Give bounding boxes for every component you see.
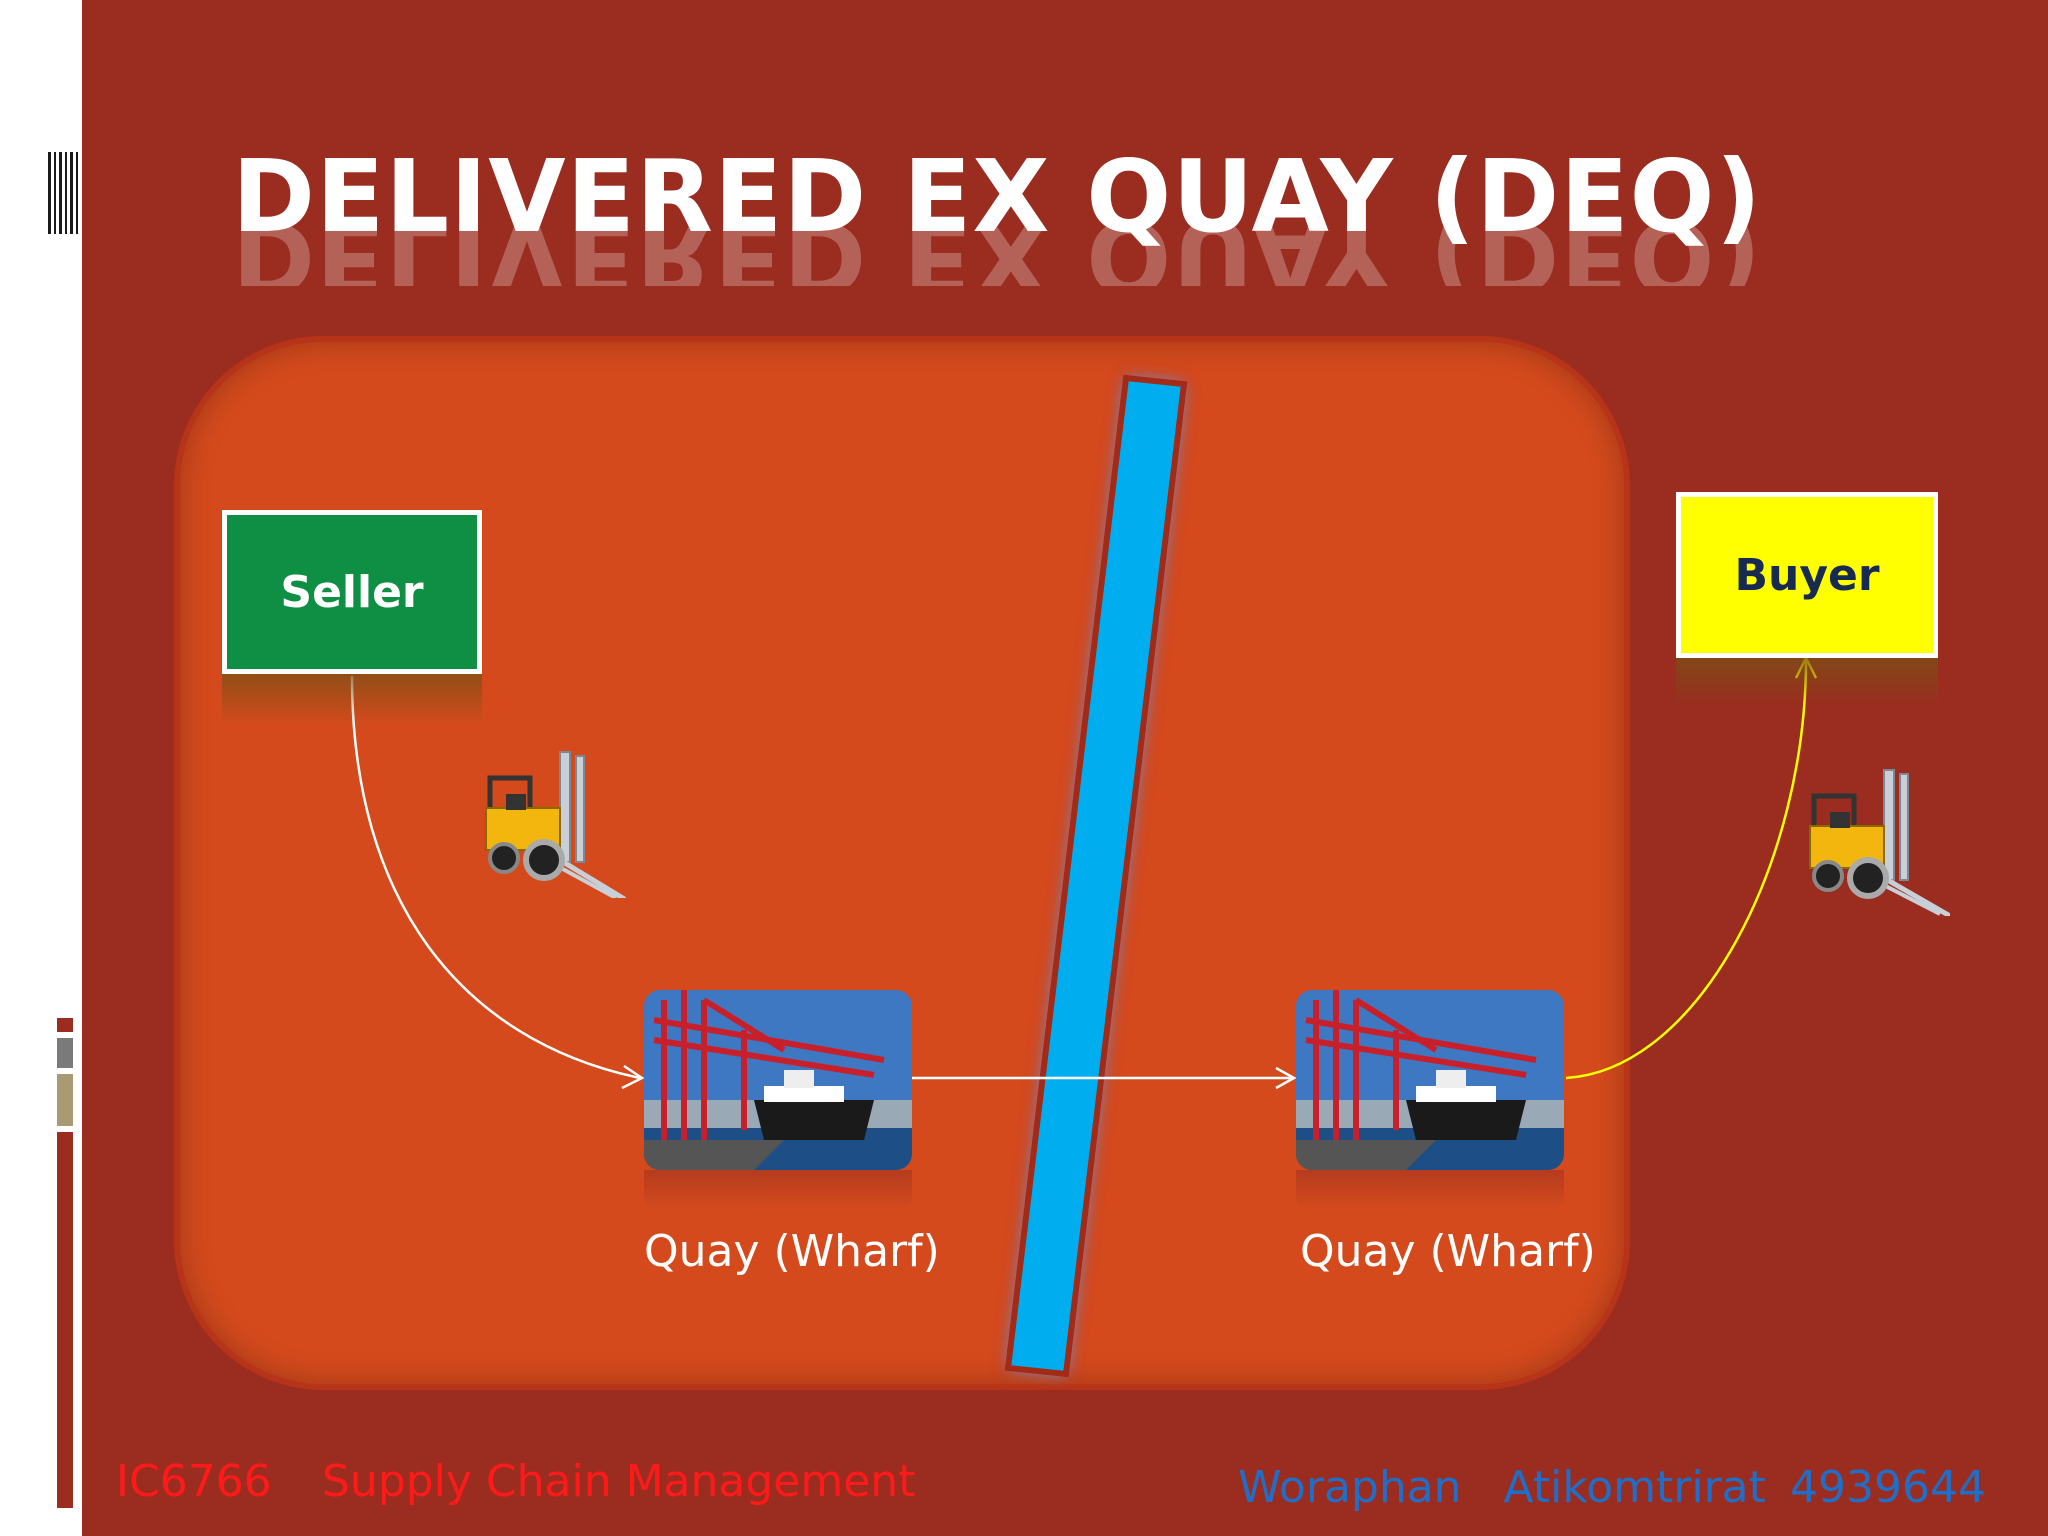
seller-box-reflection: [222, 674, 482, 724]
side-accent-bar: [57, 1038, 73, 1068]
quay-to-buyer-arrow: [1565, 659, 1808, 1080]
side-accent-bar: [57, 1074, 73, 1126]
quay-image-reflection: [644, 1170, 912, 1210]
quay-image-reflection: [1296, 1170, 1564, 1210]
buyer-box-reflection: [1676, 658, 1938, 708]
seller-box: Seller: [222, 510, 482, 674]
side-accent-bar: [57, 1132, 73, 1508]
forklift-icon: [476, 748, 628, 903]
buyer-box: Buyer: [1676, 492, 1938, 658]
footer-author: Woraphan Atikomtrirat: [1238, 1462, 1766, 1513]
footer-course-code: IC6766: [116, 1456, 272, 1507]
side-accent-bar: [57, 1018, 73, 1032]
footer-student-id: 4939644: [1790, 1462, 1986, 1513]
buyer-label: Buyer: [1734, 549, 1880, 601]
arrowhead: [621, 1064, 645, 1090]
quay-label: Quay (Wharf): [1300, 1226, 1596, 1277]
slide-title: DELIVERED EX QUAY (DEQ): [232, 138, 1763, 255]
arrowhead: [1275, 1066, 1297, 1090]
sea-band: [1004, 374, 1188, 1378]
seller-label: Seller: [280, 566, 424, 618]
footer-course-name: Supply Chain Management: [322, 1456, 916, 1507]
barcode-decoration: [48, 152, 80, 234]
quay-port-image: [644, 990, 912, 1170]
forklift-icon: [1800, 766, 1952, 919]
quay-label: Quay (Wharf): [644, 1226, 940, 1277]
quay-port-image: [1296, 990, 1564, 1170]
seller-to-quay-arrow: [350, 675, 641, 1080]
